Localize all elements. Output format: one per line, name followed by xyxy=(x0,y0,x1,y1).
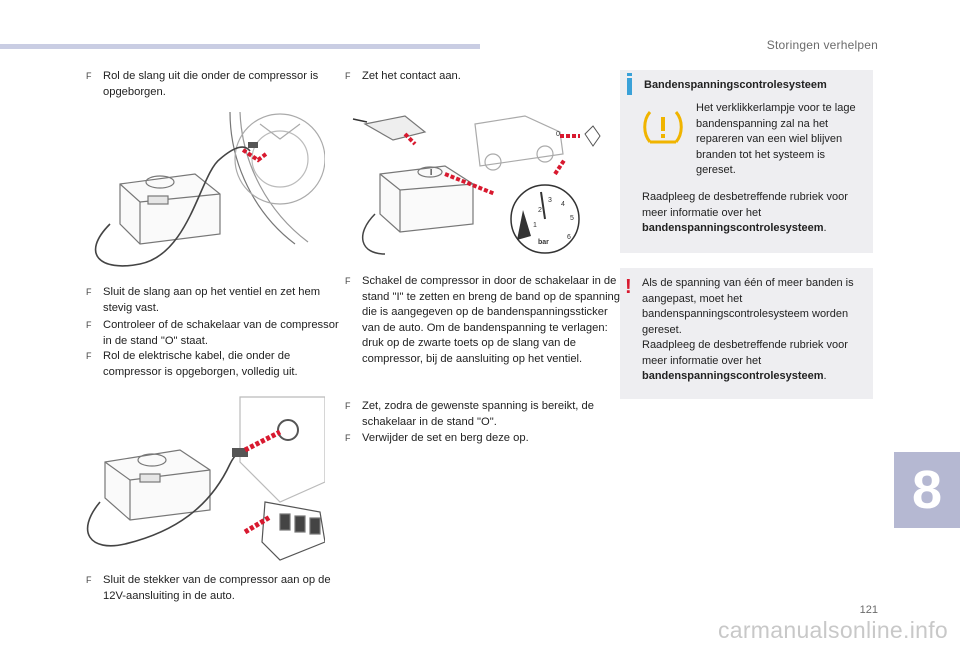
watermark: carmanualsonline.info xyxy=(717,617,948,643)
step-text: Sluit de slang aan op het ventiel en zet… xyxy=(103,286,321,314)
warning-text: Als de spanning van één of meer banden i… xyxy=(642,276,870,385)
step-unroll-hose: F Rol de slang uit die onder de compress… xyxy=(86,69,341,100)
info-box-note: Raadpleeg de desbetreffende rubriek voor… xyxy=(642,190,867,237)
chapter-tab[interactable]: 8 xyxy=(894,452,960,528)
bullet-checkbox-icon: F xyxy=(86,351,92,361)
note-link[interactable]: bandenspanningscontrolesysteem xyxy=(642,222,824,234)
bullet-checkbox-icon: F xyxy=(345,276,351,286)
switch-off-label: 0 xyxy=(556,131,560,138)
step-check-switch: F Controleer of de schakelaar van de com… xyxy=(86,318,343,349)
step-switch-off: F Zet, zodra de gewenste spanning is ber… xyxy=(345,399,620,430)
step-unroll-cable: F Rol de elektrische kabel, die onder de… xyxy=(86,349,343,380)
warning-main-text: Als de spanning van één of meer banden i… xyxy=(642,277,854,336)
step-start-compressor: F Schakel de compressor in door de schak… xyxy=(345,274,620,367)
gauge-tick-label: 1 xyxy=(533,222,537,229)
info-box-tpms: Bandenspanningscontrolesysteem Het verkl… xyxy=(620,70,873,253)
bullet-checkbox-icon: F xyxy=(86,71,92,81)
gauge-unit-label: bar xyxy=(538,239,549,246)
switch-on-label: I xyxy=(430,168,433,177)
header-accent-bar xyxy=(0,44,480,49)
info-box-description: Het verklikkerlampje voor te lage banden… xyxy=(696,102,856,176)
gauge-tick-label: 6 xyxy=(567,234,571,241)
power-socket-illustration xyxy=(86,396,325,561)
step-text: Controleer of de schakelaar van de compr… xyxy=(103,319,339,347)
compressor-hose-illustration xyxy=(94,111,325,267)
warning-exclamation-icon: ! xyxy=(625,276,632,298)
info-box-title: Bandenspanningscontrolesysteem xyxy=(644,79,827,91)
step-text: Zet, zodra de gewenste spanning is berei… xyxy=(362,400,594,428)
step-plug-in: F Sluit de stekker van de compressor aan… xyxy=(86,573,343,604)
warning-note-suffix: . xyxy=(823,370,827,382)
gauge-tick-label: 5 xyxy=(570,215,574,222)
chapter-number: 8 xyxy=(911,460,943,520)
bullet-checkbox-icon: F xyxy=(345,71,351,81)
bullet-checkbox-icon: F xyxy=(86,287,92,297)
step-ignition-on: F Zet het contact aan. xyxy=(345,69,612,85)
compressor-gauge-illustration xyxy=(352,115,601,255)
bullet-checkbox-icon: F xyxy=(345,433,351,443)
bullet-checkbox-icon: F xyxy=(345,401,351,411)
warning-box-reset: ! Als de spanning van één of meer banden… xyxy=(620,268,873,399)
section-title: Storingen verhelpen xyxy=(766,38,878,52)
bullet-checkbox-icon: F xyxy=(86,575,92,585)
info-icon xyxy=(627,73,632,95)
step-connect-hose: F Sluit de slang aan op het ventiel en z… xyxy=(86,285,343,316)
gauge-tick-label: 4 xyxy=(561,201,565,208)
note-suffix: . xyxy=(823,222,827,234)
bullet-checkbox-icon: F xyxy=(86,320,92,330)
page-number: 121 xyxy=(859,604,878,616)
gauge-tick-label: 2 xyxy=(538,207,542,214)
step-text: Zet het contact aan. xyxy=(362,70,461,82)
step-text: Schakel de compressor in door de schakel… xyxy=(362,275,620,365)
tpms-warning-lamp-icon xyxy=(643,111,683,144)
gauge-tick-label: 3 xyxy=(548,197,552,204)
step-text: Rol de slang uit die onder de compressor… xyxy=(103,70,319,98)
step-text: Rol de elektrische kabel, die onder de c… xyxy=(103,350,298,378)
step-text: Sluit de stekker van de compressor aan o… xyxy=(103,574,331,602)
note-text: Raadpleeg de desbetreffende rubriek voor… xyxy=(642,191,848,219)
step-store-kit: F Verwijder de set en berg deze op. xyxy=(345,431,620,447)
warning-note-link[interactable]: bandenspanningscontrolesysteem xyxy=(642,370,824,382)
warning-note-text: Raadpleeg de desbetreffende rubriek voor… xyxy=(642,339,848,367)
step-text: Verwijder de set en berg deze op. xyxy=(362,432,529,444)
